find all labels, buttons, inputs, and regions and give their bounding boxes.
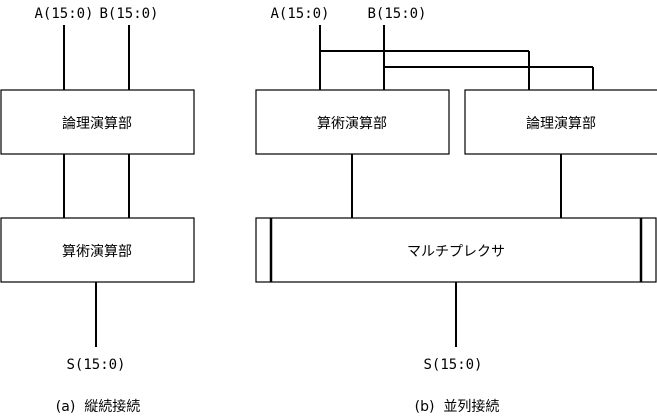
multiplexer-label: マルチプレクサ	[407, 244, 505, 260]
arithmetic-unit-label: 算術演算部	[317, 116, 387, 132]
logic-unit-label: 論理演算部	[62, 116, 132, 132]
input-a-label: A(15:0)	[34, 6, 93, 22]
arithmetic-unit-block	[255, 89, 450, 155]
input-a-label: A(15:0)	[270, 6, 329, 22]
multiplexer-block	[255, 217, 657, 283]
arithmetic-unit-label: 算術演算部	[62, 244, 132, 260]
caption-b: (b) 並列接続	[415, 398, 500, 415]
output-label: S(15:0)	[423, 357, 482, 373]
diagram-b-parallel: A(15:0) B(15:0) 算術演算部 論理演算部 マルチプレクサ S(15…	[255, 6, 657, 415]
logic-unit-block	[0, 89, 195, 155]
input-b-label: B(15:0)	[367, 6, 426, 22]
output-label: S(15:0)	[66, 357, 125, 373]
input-b-label: B(15:0)	[99, 6, 158, 22]
diagram-a-cascade: A(15:0) B(15:0) 論理演算部 算術演算部 S(15:0) (a) …	[0, 6, 195, 415]
logic-unit-label: 論理演算部	[526, 116, 596, 132]
caption-a: (a) 縦続接続	[56, 398, 140, 415]
arithmetic-unit-block	[0, 217, 195, 283]
logic-unit-block	[464, 89, 657, 155]
